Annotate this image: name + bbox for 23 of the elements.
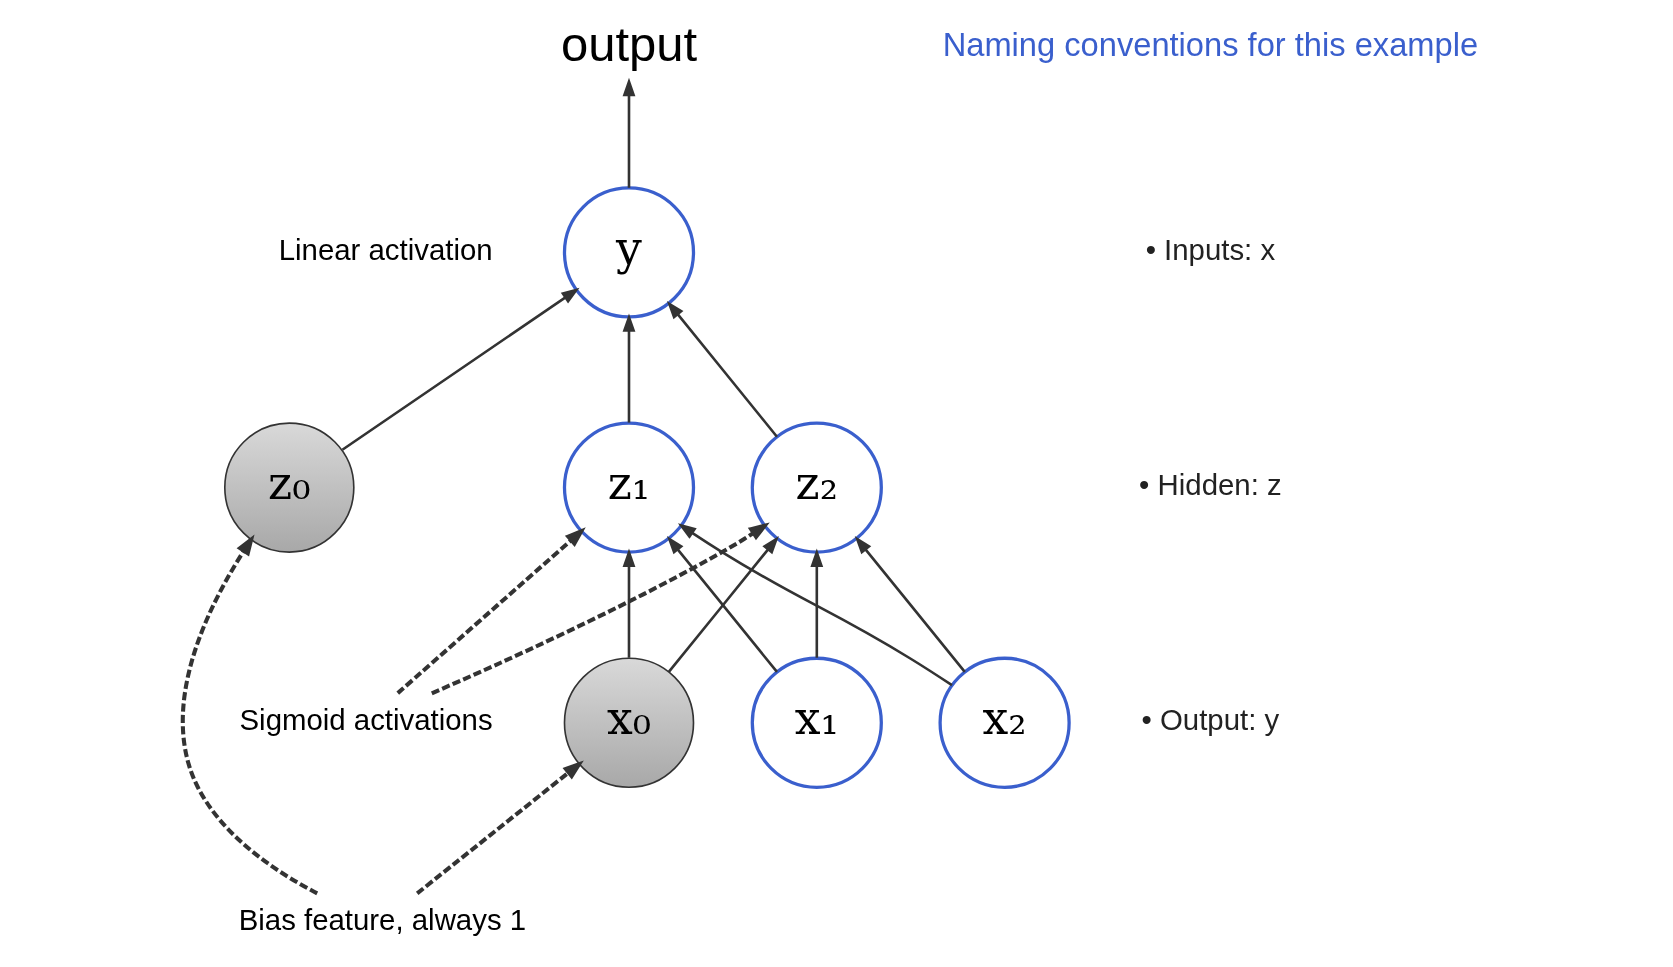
label: • Inputs: x xyxy=(1145,232,1276,266)
arrow xyxy=(415,760,584,895)
arrow xyxy=(854,536,966,673)
node-label: Linear activation xyxy=(278,232,493,266)
arrow xyxy=(341,287,580,451)
label: • Output: y xyxy=(1141,702,1280,736)
arrow xyxy=(431,522,770,696)
node-text: Sigmoid activations xyxy=(239,702,493,736)
node-text: Bias feature, always 1 xyxy=(238,903,527,936)
node-text: output xyxy=(560,16,698,71)
arrow xyxy=(622,313,636,423)
node-circle: z₀ xyxy=(224,422,355,553)
node-circle: x₂ xyxy=(938,656,1071,789)
arrow xyxy=(677,523,953,687)
arrow xyxy=(396,527,586,695)
arrow xyxy=(810,548,824,658)
node-circle: x₁ xyxy=(750,656,883,789)
arrow xyxy=(666,300,778,438)
label: Naming conventions for this example xyxy=(942,26,1479,64)
arrow xyxy=(622,77,636,188)
arrow xyxy=(180,534,319,896)
arrow xyxy=(622,548,636,658)
label: • Hidden: z xyxy=(1139,467,1282,501)
